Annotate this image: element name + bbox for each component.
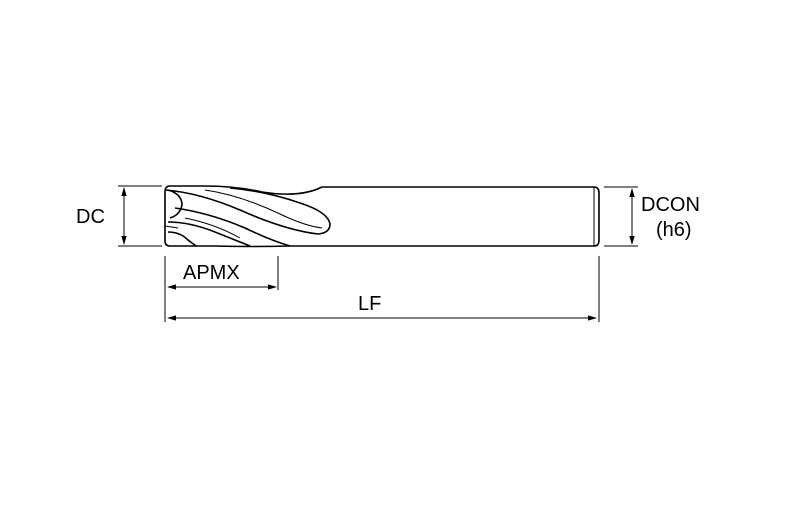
- flute-helix-4: [204, 189, 323, 229]
- flute-gash-top: [167, 189, 183, 219]
- dcon-dimension: DCON (h6): [604, 186, 700, 247]
- flute-gash-edge: [164, 225, 179, 229]
- dcon-label: DCON: [641, 194, 700, 216]
- flute-helix-2: [174, 207, 291, 247]
- tool-shank: [322, 186, 600, 247]
- flute-gash-bottom: [167, 231, 197, 247]
- dc-dimension: DC: [76, 185, 162, 247]
- tool-bottom-edge: [170, 245, 368, 248]
- flute-helix-1: [165, 187, 331, 235]
- dc-label: DC: [76, 206, 105, 228]
- tool-tip-face: [164, 185, 171, 247]
- flute-helix-3: [167, 221, 251, 247]
- end-mill-tool: [164, 185, 600, 248]
- apmx-dimension: APMX: [167, 256, 279, 290]
- lf-dimension: LF: [164, 256, 600, 322]
- apmx-label: APMX: [183, 262, 240, 284]
- lf-label: LF: [358, 293, 381, 315]
- flute-helix-5: [184, 217, 241, 239]
- dcon-tolerance-label: (h6): [656, 219, 692, 241]
